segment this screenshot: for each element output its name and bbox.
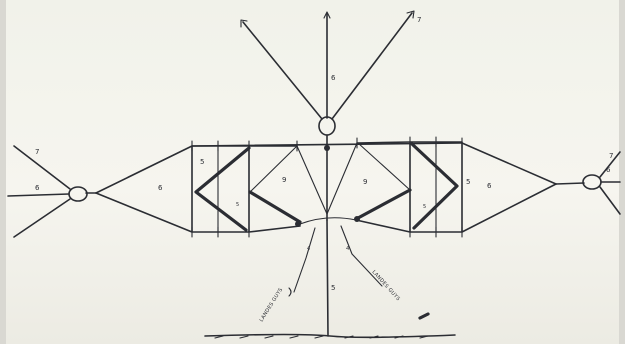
left-arm-upper: [13, 145, 71, 190]
right-landing-guy: [340, 225, 383, 287]
top-right-arm: [331, 12, 413, 120]
right-connector: [555, 182, 585, 185]
node-ticks: [191, 136, 463, 238]
top-right-arrow: [406, 10, 415, 19]
right-diag-label: 5: [423, 204, 426, 210]
left-arm-mid: [7, 193, 70, 197]
ground-hatch: [214, 335, 429, 339]
keel-line: [326, 219, 329, 337]
left-cantilever-lower: [95, 192, 193, 233]
right-bay-label: 6: [487, 182, 492, 190]
center-top-node: [324, 145, 330, 151]
right-hanger: [326, 142, 358, 215]
right-stay-label: 4: [346, 246, 349, 252]
right-post-label: 5: [466, 178, 470, 186]
ground-line: [204, 333, 456, 339]
left-paper-edge: [0, 0, 6, 344]
right-arm-upper: [599, 151, 621, 178]
left-bay-label: 6: [158, 184, 163, 192]
left-bottom-extension: [248, 225, 301, 233]
right-upper-brace: [357, 142, 411, 191]
right-lower-brace: [356, 188, 412, 220]
left-stay-label: 4: [307, 246, 310, 252]
left-arm-label: 6: [35, 184, 40, 192]
right-ring: [582, 174, 602, 190]
right-bottom-extension: [355, 219, 411, 233]
right-arm-top-label: 7: [609, 152, 613, 160]
right-arm-label: 6: [606, 166, 611, 174]
left-chevron-brace: [194, 146, 251, 232]
mast-tip-label: 7: [417, 16, 421, 24]
right-sling-label: 9: [363, 178, 367, 186]
right-hub-node: [354, 216, 360, 222]
left-lower-brace: [248, 190, 302, 224]
left-post-label: 5: [200, 158, 204, 166]
left-sling-label: 9: [282, 176, 286, 184]
left-ring: [68, 186, 88, 202]
left-arm-tip-label: 7: [35, 148, 39, 156]
left-hanger: [296, 145, 328, 215]
left-guy-hook: [288, 287, 292, 297]
right-paper-edge: [619, 0, 625, 344]
right-cantilever-lower: [461, 183, 557, 233]
mast-arrow: [323, 11, 331, 19]
right-top-extension: [356, 141, 411, 144]
top-left-arrow: [240, 19, 248, 28]
left-guy-annotation: LANDES GUYS: [259, 287, 285, 323]
right-cantilever-upper: [461, 142, 557, 185]
left-landing-guy: [293, 227, 316, 293]
left-arm-lower: [13, 198, 71, 238]
left-hub-node: [295, 221, 301, 227]
left-cantilever-upper: [95, 145, 193, 194]
top-ring: [318, 116, 336, 136]
top-left-arm: [242, 21, 323, 120]
right-arm-lower: [599, 186, 621, 215]
center-sling: [299, 217, 357, 225]
mast-label: 6: [331, 74, 336, 82]
right-chevron-brace: [410, 142, 459, 230]
left-upper-brace: [249, 145, 298, 193]
right-guy-annotation: LANDES GUYS: [371, 269, 401, 302]
keel-label: 5: [331, 284, 335, 292]
left-diag-label: 5: [236, 202, 239, 208]
left-truss-frame: [191, 145, 250, 233]
right-guy-anchor: [418, 312, 430, 320]
